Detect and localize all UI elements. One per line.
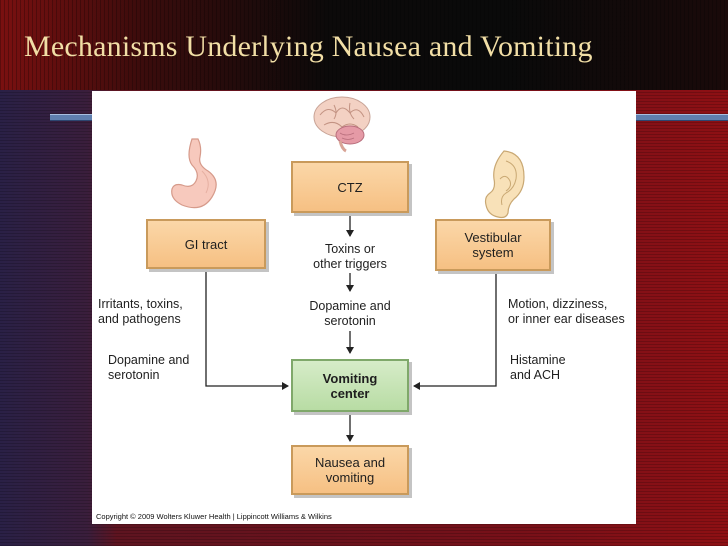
title-band: [0, 0, 728, 90]
stomach-icon: [171, 138, 217, 209]
decorative-rule-right: [636, 114, 728, 121]
node-vomiting-center: Vomiting center: [291, 359, 409, 412]
copyright-text: Copyright © 2009 Wolters Kluwer Health |…: [96, 512, 332, 521]
label-histamine: Histamine and ACH: [510, 353, 566, 382]
connector-lines: [205, 214, 497, 442]
decorative-rule-left: [50, 114, 92, 121]
node-nausea-vomiting: Nausea and vomiting: [291, 445, 409, 495]
arrow-gi-center: [205, 269, 289, 390]
ear-icon: [484, 150, 525, 219]
arrow-vestibular-center: [413, 271, 497, 390]
slide-title: Mechanisms Underlying Nausea and Vomitin…: [24, 30, 593, 63]
label-toxins: Toxins or other triggers: [313, 242, 387, 271]
node-vestibular-system: Vestibular system: [435, 219, 551, 271]
label-dopamine-left: Dopamine and serotonin: [108, 353, 190, 382]
label-irritants: Irritants, toxins, and pathogens: [98, 297, 183, 326]
label-dopamine-center: Dopamine and serotonin: [309, 299, 391, 328]
diagram-panel: CTZ GI tract Vestibular system Vomiting …: [92, 91, 636, 524]
brain-icon: [313, 96, 371, 153]
label-motion: Motion, dizziness, or inner ear diseases: [508, 297, 625, 326]
node-ctz: CTZ: [291, 161, 409, 213]
node-gi-tract: GI tract: [146, 219, 266, 269]
